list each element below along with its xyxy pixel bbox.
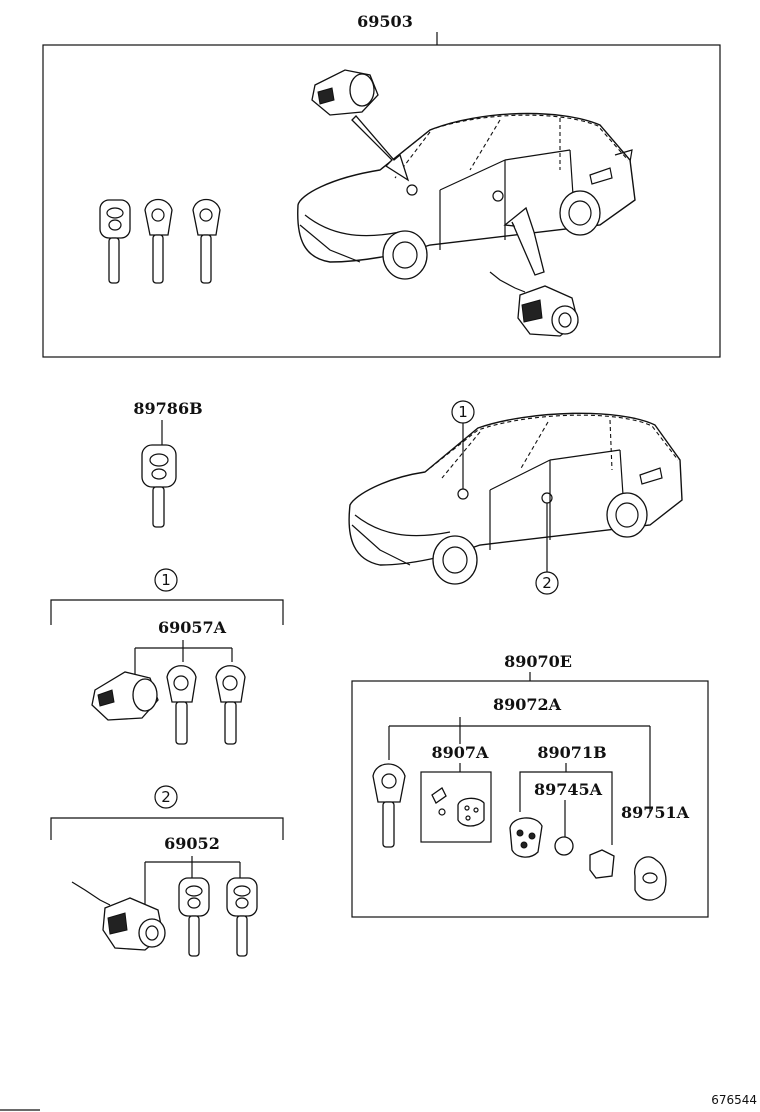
svg-text:1: 1 [458,403,468,421]
label-8907A: 8907A [432,743,490,762]
keys-top [99,198,221,284]
bracket-set2 [50,817,284,840]
part-89745A-battery [554,836,574,856]
transmitter-case-89071B [509,817,615,879]
callout-2-set: 2 [154,785,178,809]
set2-door-cylinder [71,881,166,951]
callout-1-set: 1 [154,568,178,592]
svg-text:2: 2 [542,574,552,592]
leader-69052 [144,856,241,905]
label-69503: 69503 [357,12,413,31]
label-89071B: 89071B [537,743,606,762]
label-89786B: 89786B [133,399,202,418]
ignition-cylinder-top [311,69,379,116]
key-89786B [141,444,177,528]
car-middle-illustration [348,412,683,585]
set2-keys [178,877,258,957]
box-8907A [420,771,492,843]
label-89751A: 89751A [621,803,690,822]
label-69057A: 69057A [158,618,227,637]
car-top-illustration [297,112,636,280]
label-69052: 69052 [164,834,220,853]
leader-89072A [388,717,651,812]
label-89072A: 89072A [493,695,562,714]
set1-keys [166,665,246,745]
label-89070E: 89070E [504,652,572,671]
transmitter-cover-89751A [634,856,667,901]
arrow-cylinder-to-car [351,115,410,182]
leader-69057A [134,640,233,675]
part-8907A-contents [431,787,485,827]
svg-text:1: 1 [161,571,171,589]
assembly-box-69503 [42,44,721,358]
bracket-set1 [50,599,284,625]
bracket-89071B [519,771,613,845]
label-89745A: 89745A [534,780,603,799]
callout-2-middle: 2 [535,503,559,595]
svg-text:2: 2 [161,788,171,806]
set1-cylinder [91,671,159,721]
transmitter-key-89072A [372,763,406,848]
transmitter-group-box [351,680,709,918]
footer-code: 676544 [711,1093,757,1107]
arrow-door-to-car [503,206,545,276]
door-cylinder-top [489,271,579,337]
callout-1-middle: 1 [451,400,475,489]
